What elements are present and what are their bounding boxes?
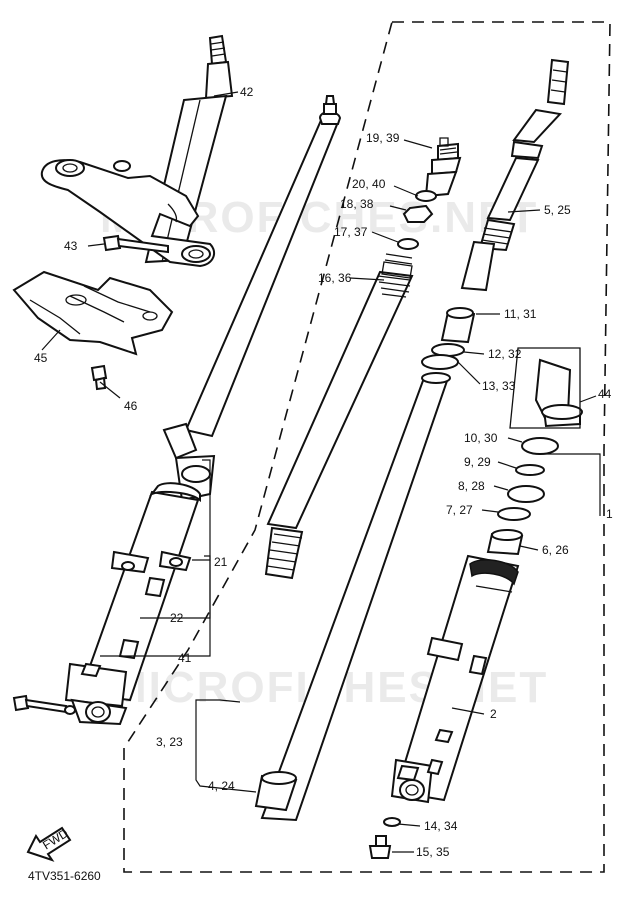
dust-seal — [521, 437, 559, 455]
lock-nut — [402, 204, 434, 223]
label-19-39: 19, 39 — [366, 131, 400, 145]
fwd-arrow: FWD — [26, 826, 72, 862]
steering-stem — [144, 34, 234, 264]
left-inner-tube — [184, 116, 340, 438]
label-9-29: 9, 29 — [464, 455, 491, 469]
under-bracket — [40, 159, 216, 268]
label-7-27: 7, 27 — [446, 503, 473, 517]
label-21: 21 — [214, 555, 228, 569]
assembly-outline — [123, 21, 611, 873]
label-20-40: 20, 40 — [352, 177, 386, 191]
label-13-33: 13, 33 — [482, 379, 516, 393]
oil-seal — [507, 485, 545, 503]
left-cap-bolt — [318, 95, 342, 125]
leader-lines — [41, 91, 601, 853]
drawing-code: 4TV351-6260 — [28, 869, 101, 883]
label-11-31: 11, 31 — [504, 307, 537, 321]
label-6-26: 6, 26 — [542, 543, 569, 557]
label-42: 42 — [240, 85, 254, 99]
right-inner-tube-top — [421, 372, 451, 384]
stem-cover — [12, 270, 174, 356]
label-4-24: 4, 24 — [208, 779, 235, 793]
fork-boot — [509, 347, 583, 429]
label-2: 2 — [490, 707, 497, 721]
label-8-28: 8, 28 — [458, 479, 485, 493]
label-45: 45 — [34, 351, 48, 365]
cap-o-ring — [415, 190, 437, 202]
label-12-32: 12, 32 — [488, 347, 522, 361]
label-18-38: 18, 38 — [340, 197, 374, 211]
fork-spring — [264, 253, 414, 580]
label-14-34: 14, 34 — [424, 819, 458, 833]
label-41: 41 — [178, 651, 192, 665]
slide-bushing-top — [261, 771, 297, 785]
label-46: 46 — [124, 399, 138, 413]
rod-piece-11 — [440, 240, 496, 344]
label-17-37: 17, 37 — [334, 225, 368, 239]
axle-pinch-bolt — [12, 694, 76, 715]
right-outer-tube — [390, 554, 520, 804]
cap-bolt — [424, 137, 462, 198]
washer-13 — [421, 354, 459, 370]
pinch-bolt — [102, 234, 169, 254]
oil-seal-washer — [497, 507, 531, 521]
label-10-30: 10, 30 — [464, 431, 498, 445]
left-outer-tube — [64, 482, 201, 726]
label-44: 44 — [598, 387, 612, 401]
label-5-25: 5, 25 — [544, 203, 571, 217]
outer-bushing — [486, 529, 524, 556]
spring-seat — [397, 238, 419, 250]
callout-labels: 42 43 45 46 21 22 41 19, 39 20, 40 18, 3… — [34, 85, 613, 859]
cover-screw — [90, 364, 108, 391]
label-1: 1 — [606, 507, 613, 521]
label-16-36: 16, 36 — [318, 271, 352, 285]
damper-bolt — [368, 835, 392, 859]
label-43: 43 — [64, 239, 78, 253]
label-22: 22 — [170, 611, 184, 625]
label-15-35: 15, 35 — [416, 845, 450, 859]
retaining-clip — [515, 464, 545, 476]
drain-washer — [383, 817, 401, 827]
label-3-23: 3, 23 — [156, 735, 183, 749]
